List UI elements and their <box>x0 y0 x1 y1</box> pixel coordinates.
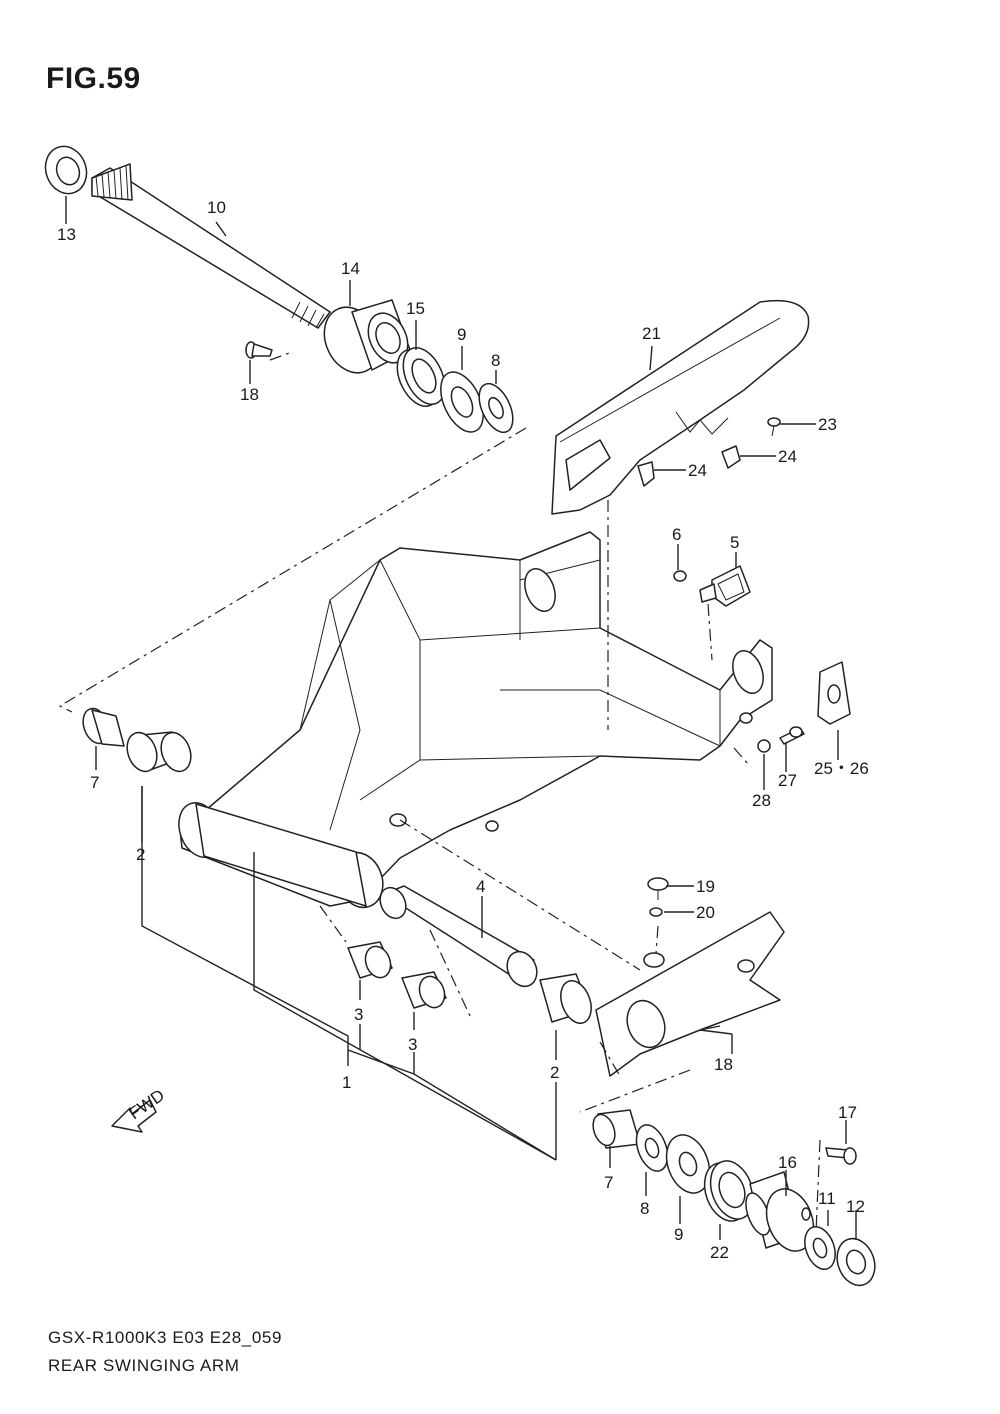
callout-8-top: 8 <box>491 351 500 370</box>
callout-8-bottom: 8 <box>640 1199 649 1218</box>
callout-12: 12 <box>846 1197 865 1216</box>
callout-28: 28 <box>752 791 771 810</box>
callout-5: 5 <box>730 533 739 552</box>
callout-27: 27 <box>778 771 797 790</box>
assembly-guide-lines <box>58 351 821 1233</box>
callout-21: 20 <box>696 903 715 922</box>
callout-11: 11 <box>818 1189 836 1208</box>
callout-leaders <box>65 196 857 1240</box>
pivot-collar-14 <box>323 299 411 374</box>
callout-3-b: 3 <box>408 1035 417 1054</box>
callout-20: 19 <box>696 877 715 896</box>
callout-17: 22 <box>710 1243 729 1262</box>
needle-bearing-3-b <box>401 971 447 1009</box>
spacer-7-right <box>592 1109 641 1149</box>
figure-title: FIG.59 <box>46 62 141 95</box>
bearing-17 <box>703 1160 755 1222</box>
callout-7-left: 7 <box>90 773 99 792</box>
callout-19: 18 <box>714 1055 733 1074</box>
swinging-arm-1 <box>178 531 773 909</box>
oil-seal-9-bottom <box>665 1134 711 1194</box>
bolt-20 <box>647 877 669 900</box>
washer-8-top <box>478 382 514 434</box>
screw-23 <box>767 417 781 437</box>
model-code: GSX-R1000K3 E03 E28_059 <box>48 1328 283 1347</box>
diagram-name: REAR SWINGING ARM <box>48 1356 240 1375</box>
washer-28 <box>757 739 771 753</box>
callout-18-bottom: 17 <box>838 1103 857 1122</box>
spacer-7-left <box>82 707 125 747</box>
chain-guide-5 <box>699 565 751 607</box>
callout-2-left: 2 <box>136 845 145 864</box>
washer-8-bottom <box>635 1124 669 1172</box>
callout-9-bottom: 9 <box>674 1225 683 1244</box>
needle-bearing-2-right <box>539 973 592 1024</box>
washer-11 <box>804 1226 836 1270</box>
clip-24-right <box>721 445 741 469</box>
callout-1: 1 <box>342 1073 351 1092</box>
callout-9-top: 9 <box>457 325 466 344</box>
spacer-4 <box>379 885 538 988</box>
callout-3-a: 3 <box>354 1005 363 1024</box>
pivot-shaft-10 <box>91 163 331 329</box>
chain-cover-22 <box>551 299 810 515</box>
callout-25-26: 25・26 <box>814 759 869 778</box>
pivot-nut-13 <box>44 145 88 195</box>
washer-21 <box>649 907 663 917</box>
callout-22: 21 <box>642 324 661 343</box>
callout-14: 14 <box>341 259 360 278</box>
callout-6: 6 <box>672 525 681 544</box>
callout-15: 15 <box>406 299 425 318</box>
oil-seal-9-top <box>440 371 484 433</box>
clip-24-left <box>637 461 655 487</box>
callout-18-top: 18 <box>240 385 259 404</box>
callout-24-left: 24 <box>688 461 707 480</box>
pivot-collar-16 <box>745 1171 815 1252</box>
callout-23: 23 <box>818 415 837 434</box>
rubber-cushion-25-26 <box>817 661 851 725</box>
fwd-arrow-icon: FWD <box>111 1086 168 1133</box>
callout-24-right: 24 <box>778 447 797 466</box>
callout-2-right: 2 <box>550 1063 559 1082</box>
callout-13: 13 <box>57 225 76 244</box>
needle-bearing-3-a <box>347 941 393 979</box>
screw-18-top <box>245 341 273 359</box>
screw-18-bottom <box>825 1147 857 1165</box>
callout-labels: 13 10 14 15 9 8 18 21 23 24 24 6 5 7 25・… <box>57 198 869 1262</box>
bolt-27 <box>779 726 805 745</box>
callout-16: 16 <box>778 1153 797 1172</box>
bolt-6 <box>673 570 687 582</box>
chain-buffer-19 <box>595 911 785 1077</box>
callout-7-right: 7 <box>604 1173 613 1192</box>
nut-12 <box>836 1237 876 1287</box>
callout-4: 4 <box>476 877 485 896</box>
callout-10: 10 <box>207 198 226 217</box>
needle-bearing-2-left <box>126 731 192 773</box>
bearing-15 <box>396 347 446 407</box>
